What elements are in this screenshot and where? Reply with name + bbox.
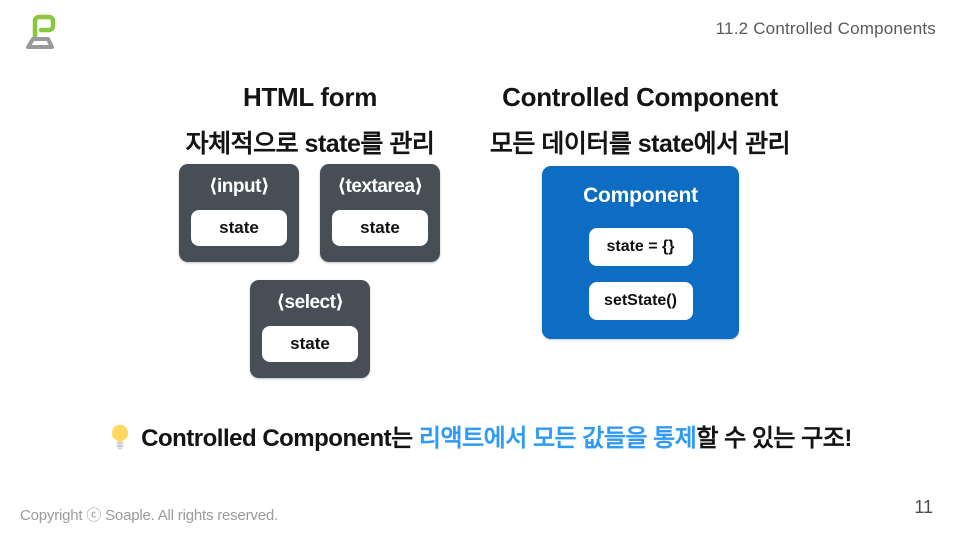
right-column-heading: Controlled Component 모든 데이터를 state에서 관리	[470, 82, 810, 160]
textarea-tag-box: ⟨textarea⟩ state	[320, 164, 440, 262]
input-tag-label: ⟨input⟩	[208, 176, 270, 197]
note-text-highlight: 리액트에서 모든 값들을 통제	[418, 425, 697, 452]
left-title: HTML form	[242, 82, 378, 112]
select-tag-box: ⟨select⟩ state	[250, 280, 370, 378]
textarea-tag-label: ⟨textarea⟩	[337, 176, 423, 197]
note-text-suffix: 할 수 있는 구조!	[696, 425, 852, 452]
soaple-laptop-logo-icon	[26, 14, 56, 49]
component-setstate-pill: setState()	[588, 282, 693, 320]
right-title: Controlled Component	[502, 82, 778, 112]
soaple-logo	[20, 13, 62, 53]
page-number: 11	[914, 497, 933, 517]
component-box: Component state = {} setState()	[542, 166, 739, 339]
component-box-title: Component	[583, 184, 698, 207]
slide-section-label: 11.2 Controlled Components	[715, 19, 936, 38]
copyright-text: Copyright ⓒ Soaple. All rights reserved.	[20, 507, 278, 524]
note-text-prefix: Controlled Component는	[141, 425, 419, 452]
left-column-heading: HTML form 자체적으로 state를 관리	[140, 82, 480, 160]
left-subtitle: 자체적으로 state를 관리	[185, 130, 435, 158]
key-point-note: Controlled Component는 리액트에서 모든 값들을 통제할 수…	[0, 418, 960, 457]
select-tag-label: ⟨select⟩	[276, 292, 344, 313]
component-state-pill: state = {}	[588, 228, 693, 266]
lightbulb-icon	[108, 423, 132, 457]
textarea-state-pill: state	[332, 210, 428, 246]
input-tag-box: ⟨input⟩ state	[179, 164, 299, 262]
right-subtitle: 모든 데이터를 state에서 관리	[489, 130, 791, 158]
select-state-pill: state	[262, 326, 358, 362]
input-state-pill: state	[191, 210, 287, 246]
